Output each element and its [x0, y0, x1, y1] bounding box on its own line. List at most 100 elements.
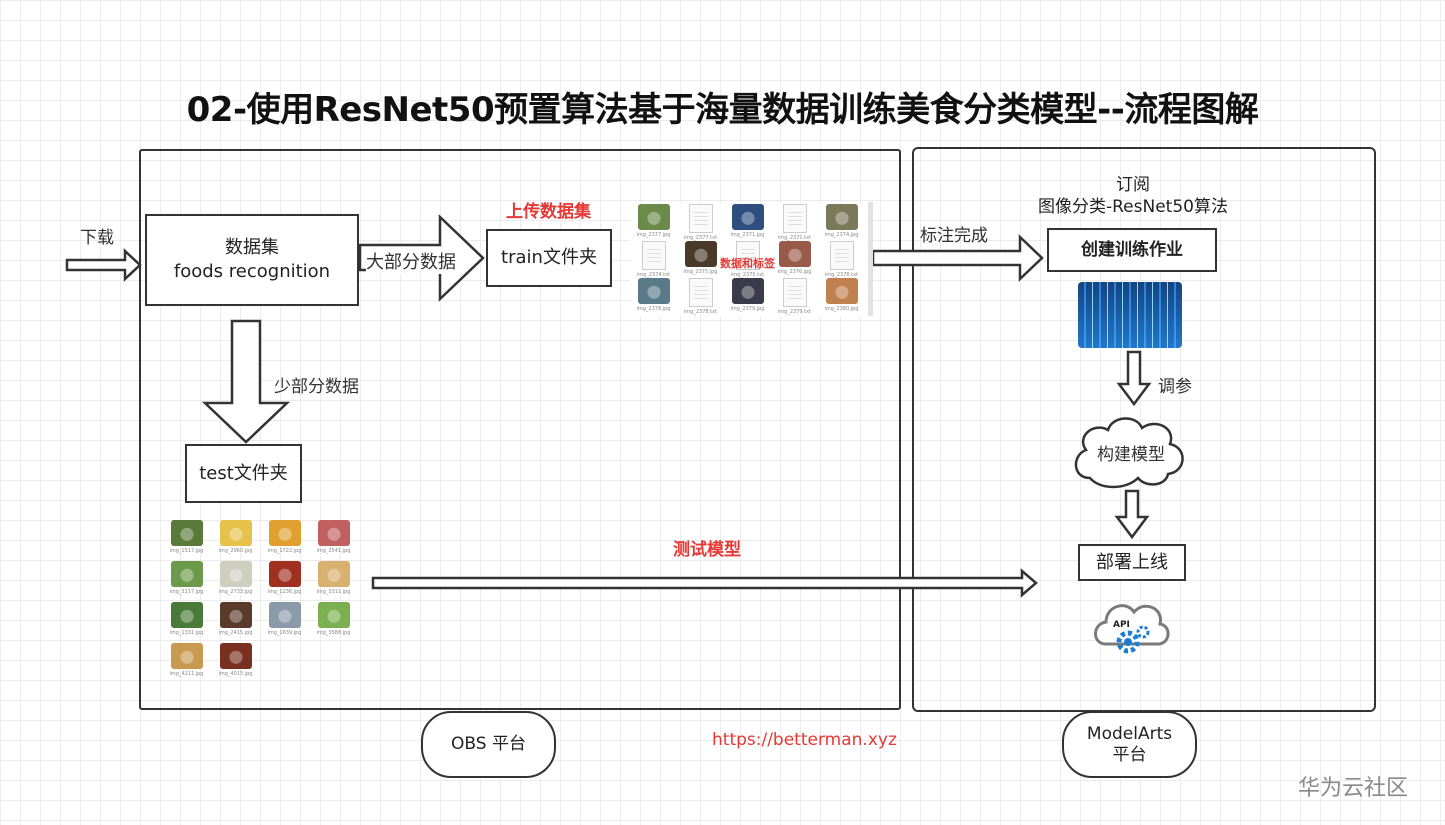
- file-thumbnail[interactable]: img_2371.jpg: [724, 204, 771, 241]
- modelarts-platform-pill: ModelArts 平台: [1062, 711, 1197, 778]
- file-name: img_2376.txt: [824, 272, 859, 278]
- file-name: img_3588.jpg: [316, 630, 351, 636]
- subscribe-text: 订阅 图像分类-ResNet50算法: [1020, 174, 1246, 218]
- file-thumbnail[interactable]: img_2541.jpg: [309, 520, 358, 561]
- file-thumbnail[interactable]: img_2377.txt: [677, 204, 724, 241]
- test-model-arrow: [371, 568, 1038, 598]
- food-image-icon: [778, 241, 811, 267]
- food-image-icon: [268, 561, 301, 587]
- train-scrollbar[interactable]: [868, 202, 873, 316]
- page-title: 02-使用ResNet50预置算法基于海量数据训练美食分类模型--流程图解: [186, 90, 1259, 130]
- food-image-icon: [731, 278, 764, 304]
- file-name: img_2733.jpg: [218, 589, 253, 595]
- file-name: img_1236.jpg: [267, 589, 302, 595]
- file-thumbnail[interactable]: img_2960.jpg: [211, 520, 260, 561]
- download-label: 下载: [80, 228, 114, 248]
- file-name: img_2541.jpg: [316, 548, 351, 554]
- file-thumbnail[interactable]: img_2378.jpg: [630, 278, 677, 315]
- file-name: img_1331.jpg: [169, 630, 204, 636]
- api-cloud-icon: [1094, 604, 1170, 654]
- watermark: 华为云社区: [1298, 776, 1409, 801]
- food-image-icon: [637, 278, 670, 304]
- food-image-icon: [219, 561, 252, 587]
- food-image-icon: [684, 241, 717, 267]
- modelarts-line1: ModelArts: [1086, 723, 1173, 744]
- text-file-icon: [641, 241, 666, 270]
- annotate-arrow: [871, 234, 1044, 282]
- download-arrow: [65, 248, 142, 282]
- file-thumbnail[interactable]: img_2376.jpg: [771, 241, 818, 278]
- food-image-icon: [219, 643, 252, 669]
- file-thumbnail[interactable]: img_4015.jpg: [211, 643, 260, 684]
- text-file-icon: [782, 204, 807, 233]
- file-thumbnail[interactable]: img_2375.txt: [724, 241, 771, 278]
- build-model-label: 构建模型: [1097, 445, 1165, 465]
- food-image-icon: [825, 204, 858, 230]
- file-name: img_2376.jpg: [777, 269, 812, 275]
- file-thumbnail[interactable]: img_2415.jpg: [211, 602, 260, 643]
- subscribe-line1: 订阅: [1116, 175, 1150, 195]
- file-name: img_4211.jpg: [169, 671, 204, 677]
- file-thumbnail[interactable]: img_2374.jpg: [818, 204, 865, 241]
- file-thumbnail[interactable]: img_2374.txt: [630, 241, 677, 278]
- file-name: img_1639.jpg: [267, 630, 302, 636]
- food-image-icon: [317, 520, 350, 546]
- file-thumbnail[interactable]: img_2733.jpg: [211, 561, 260, 602]
- file-thumbnail[interactable]: img_2377.jpg: [630, 204, 677, 241]
- file-name: img_2960.jpg: [218, 548, 253, 554]
- annotate-done-label: 标注完成: [920, 226, 988, 246]
- food-image-icon: [170, 643, 203, 669]
- create-train-job-box: 创建训练作业: [1047, 228, 1217, 272]
- file-name: img_2379.jpg: [730, 306, 765, 312]
- server-room-image: [1078, 282, 1182, 348]
- text-file-icon: [735, 241, 760, 270]
- food-image-icon: [637, 204, 670, 230]
- file-name: img_2375.txt: [730, 272, 765, 278]
- file-thumbnail[interactable]: img_1236.jpg: [260, 561, 309, 602]
- file-name: img_2415.jpg: [218, 630, 253, 636]
- test-folder-box: test文件夹: [185, 444, 302, 503]
- file-thumbnail[interactable]: img_2376.txt: [818, 241, 865, 278]
- food-image-icon: [219, 520, 252, 546]
- dataset-box: 数据集 foods recognition: [145, 214, 359, 306]
- deploy-box: 部署上线: [1078, 544, 1186, 581]
- file-thumbnail[interactable]: img_3588.jpg: [309, 602, 358, 643]
- file-name: img_2378.txt: [683, 309, 718, 315]
- file-thumbnail[interactable]: img_2380.jpg: [818, 278, 865, 315]
- food-image-icon: [219, 602, 252, 628]
- file-thumbnail[interactable]: img_3311.jpg: [309, 561, 358, 602]
- file-name: img_2375.jpg: [683, 269, 718, 275]
- obs-panel: [139, 149, 901, 710]
- deploy-arrow: [1114, 489, 1150, 540]
- file-thumbnail[interactable]: img_3217.jpg: [162, 561, 211, 602]
- file-name: img_2377.jpg: [636, 232, 671, 238]
- tune-arrow: [1116, 350, 1152, 407]
- text-file-icon: [688, 278, 713, 307]
- file-name: img_2377.txt: [683, 235, 718, 241]
- tune-label: 调参: [1158, 377, 1192, 397]
- file-thumbnail[interactable]: img_1331.jpg: [162, 602, 211, 643]
- file-thumbnail[interactable]: img_2375.jpg: [677, 241, 724, 278]
- text-file-icon: [829, 241, 854, 270]
- file-thumbnail[interactable]: img_2378.txt: [677, 278, 724, 315]
- file-name: img_2374.txt: [636, 272, 671, 278]
- food-image-icon: [825, 278, 858, 304]
- text-file-icon: [688, 204, 713, 233]
- food-image-icon: [317, 602, 350, 628]
- file-thumbnail[interactable]: img_1722.jpg: [260, 520, 309, 561]
- url-link[interactable]: https://betterman.xyz: [712, 730, 897, 750]
- file-name: img_3217.jpg: [169, 589, 204, 595]
- file-thumbnail[interactable]: img_1517.jpg: [162, 520, 211, 561]
- file-name: img_1517.jpg: [169, 548, 204, 554]
- file-name: img_2378.jpg: [636, 306, 671, 312]
- file-thumbnail[interactable]: img_2379.txt: [771, 278, 818, 315]
- food-image-icon: [170, 520, 203, 546]
- minor-data-label: 少部分数据: [274, 377, 359, 397]
- food-image-icon: [731, 204, 764, 230]
- file-thumbnail[interactable]: img_4211.jpg: [162, 643, 211, 684]
- file-thumbnail[interactable]: img_2371.txt: [771, 204, 818, 241]
- file-thumbnail[interactable]: img_2379.jpg: [724, 278, 771, 315]
- file-thumbnail[interactable]: img_1639.jpg: [260, 602, 309, 643]
